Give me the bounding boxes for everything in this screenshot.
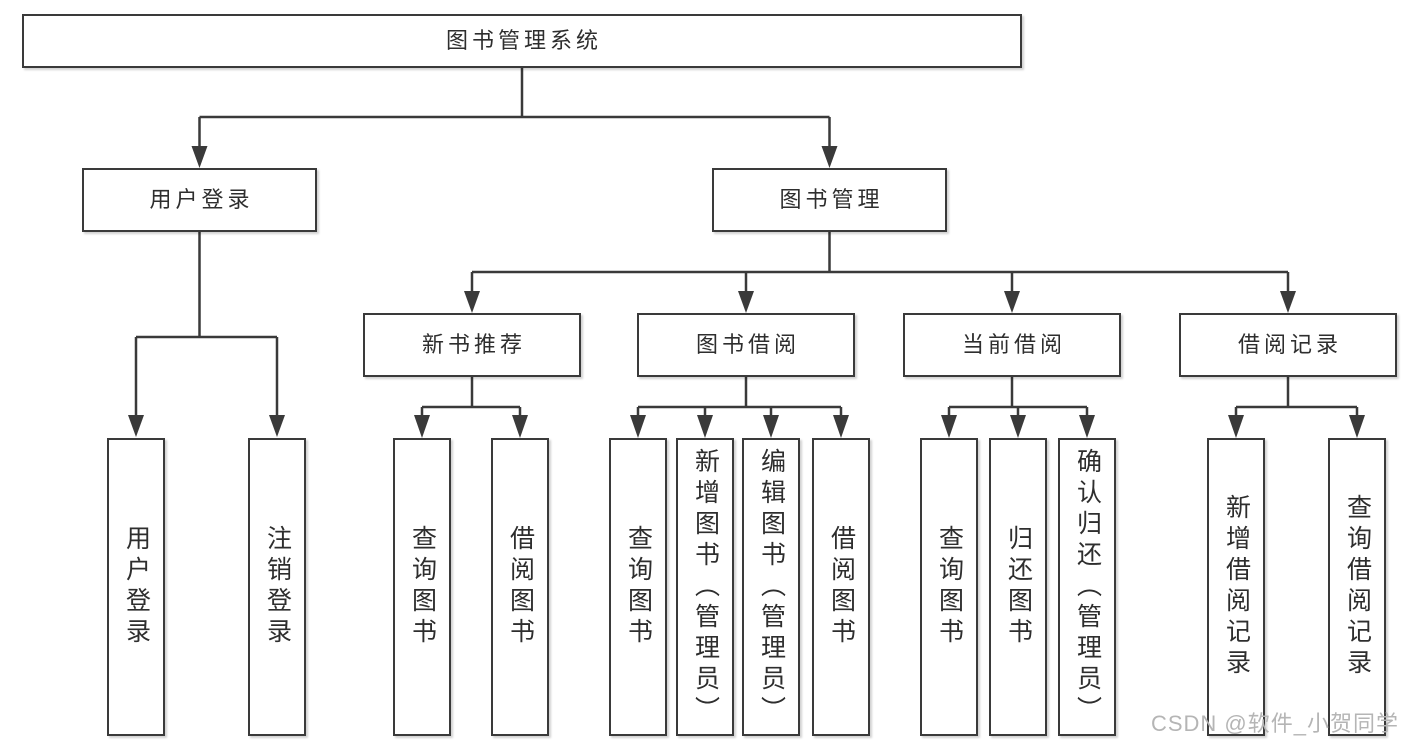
node-query-books-recommend: 查询图书 [393, 438, 451, 736]
connector-book-borrow-children [630, 377, 849, 438]
node-add-borrow-record: 新增借阅记录 [1207, 438, 1265, 736]
arrowhead [1280, 291, 1296, 313]
node-borrow-books-leaf-label: 借阅图书 [827, 525, 856, 649]
node-query-books-current: 查询图书 [920, 438, 978, 736]
connector-current-borrow-children [941, 377, 1095, 438]
arrowhead [1228, 415, 1244, 438]
arrowhead [128, 415, 144, 437]
node-book-mgmt: 图书管理 [712, 168, 947, 232]
node-edit-books-admin: 编辑图书（管理员） [742, 438, 800, 736]
arrowhead [512, 415, 528, 438]
connector-new-book-children [414, 377, 528, 438]
node-query-borrow-record-label: 查询借阅记录 [1343, 494, 1372, 680]
csdn-watermark: CSDN @软件_小贺同学 [1150, 711, 1399, 736]
node-user-login: 用户登录 [82, 168, 317, 232]
node-return-books-label: 归还图书 [1004, 525, 1033, 649]
arrowhead [941, 415, 957, 438]
node-edit-books-admin-label: 编辑图书（管理员） [757, 447, 786, 727]
node-borrow-books-recommend: 借阅图书 [491, 438, 549, 736]
node-root: 图书管理系统 [22, 14, 1022, 68]
node-query-books-current-label: 查询图书 [935, 525, 964, 649]
node-add-borrow-record-label: 新增借阅记录 [1222, 494, 1251, 680]
arrowhead [269, 415, 285, 437]
connector-borrow-records-children [1228, 377, 1365, 438]
node-new-book-recommend: 新书推荐 [363, 313, 581, 377]
arrowhead [1079, 415, 1095, 438]
arrowhead [191, 146, 208, 168]
node-user-login-leaf-label: 用户登录 [122, 525, 151, 649]
arrowhead [763, 415, 779, 438]
node-query-borrow-record: 查询借阅记录 [1328, 438, 1386, 736]
node-add-books-admin: 新增图书（管理员） [676, 438, 734, 736]
node-borrow-books-recommend-label: 借阅图书 [506, 525, 535, 649]
arrowhead [630, 415, 646, 438]
node-query-books-borrow-label: 查询图书 [624, 525, 653, 649]
arrowhead [464, 291, 480, 313]
arrowhead [1349, 415, 1365, 438]
arrowhead [833, 415, 849, 438]
arrowhead [738, 291, 754, 313]
node-borrow-records: 借阅记录 [1179, 313, 1397, 377]
arrowhead [1004, 291, 1020, 313]
node-return-books: 归还图书 [989, 438, 1047, 736]
node-query-books-recommend-label: 查询图书 [408, 525, 437, 649]
connector-book-mgmt-children [464, 232, 1296, 313]
arrowhead [697, 415, 713, 438]
node-logout-leaf-label: 注销登录 [263, 525, 292, 649]
arrowhead [821, 146, 838, 168]
connector-root-to-level2 [191, 68, 838, 168]
node-borrow-books-leaf: 借阅图书 [812, 438, 870, 736]
node-query-books-borrow: 查询图书 [609, 438, 667, 736]
arrowhead [414, 415, 430, 438]
node-user-login-leaf: 用户登录 [107, 438, 165, 736]
node-logout-leaf: 注销登录 [248, 438, 306, 736]
arrowhead [1010, 415, 1026, 438]
node-book-borrow: 图书借阅 [637, 313, 855, 377]
node-confirm-return-admin: 确认归还（管理员） [1058, 438, 1116, 736]
connector-user-login-children [128, 232, 285, 437]
node-confirm-return-admin-label: 确认归还（管理员） [1073, 447, 1102, 727]
node-add-books-admin-label: 新增图书（管理员） [691, 447, 720, 727]
node-current-borrow: 当前借阅 [903, 313, 1121, 377]
